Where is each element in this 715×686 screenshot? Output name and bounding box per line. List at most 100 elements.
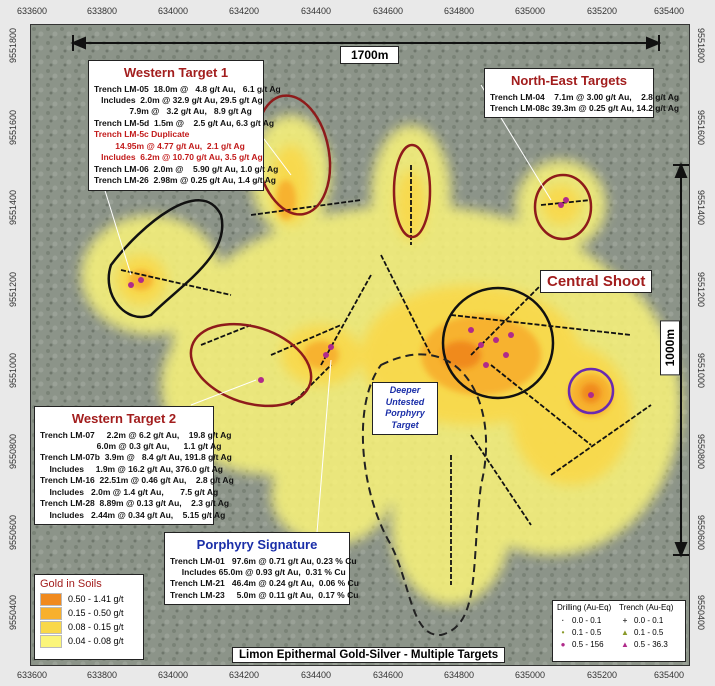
callout-row: Includes 1.9m @ 16.2 g/t Au, 376.0 g/t A… (40, 463, 223, 474)
x-tick-top: 634400 (301, 6, 332, 16)
trench-legend-title: Trench (Au-Eq) (619, 603, 674, 612)
legend-swatch (40, 606, 62, 620)
target-outlines-black (107, 199, 555, 400)
legend-item: •0.1 - 0.5 (557, 626, 619, 638)
gold-soils-legend: Gold in Soils 0.50 - 1.41 g/t 0.15 - 0.5… (34, 574, 144, 660)
trench-triangle-icon: ▲ (621, 639, 629, 649)
callout-row: Trench LM-23 5.0m @ 0.11 g/t Au, 0.17 % … (170, 589, 359, 600)
legend-label: 0.15 - 0.50 g/t (68, 608, 124, 618)
legend-item: 0.15 - 0.50 g/t (40, 606, 138, 620)
map-drawing (31, 25, 689, 665)
drill-collars (128, 197, 594, 398)
legend-item: ▲ 0.5 - 36.3 (619, 638, 681, 650)
legend-label: 0.1 - 0.5 (572, 627, 602, 637)
y-tick-left: 9550800 (8, 434, 18, 470)
legend-label: 0.5 - 36.3 (634, 639, 668, 649)
y-tick-right: 9550600 (696, 515, 706, 551)
legend-label: 0.0 - 0.1 (572, 615, 602, 625)
x-tick-bottom: 634600 (373, 670, 404, 680)
callout-row: Trench LM-06 2.0m @ 5.90 g/t Au, 1.0 g/t… (94, 163, 279, 174)
y-tick-right: 9551400 (696, 190, 706, 226)
drill-point-icon: · (561, 615, 565, 625)
y-tick-left: 9551600 (8, 110, 18, 146)
scale-label-vertical: 1000m (660, 320, 680, 376)
x-tick-bottom: 634000 (158, 670, 189, 680)
legend-swatch (40, 620, 62, 634)
y-tick-left: 9551200 (8, 272, 18, 308)
callout-row: Trench LM-26 2.98m @ 0.25 g/t Au, 1.4 g/… (94, 175, 276, 186)
drilling-legend-column: Drilling (Au-Eq) · 0.0 - 0.1 •0.1 - 0.5 ●… (557, 603, 619, 650)
legend-label: 0.50 - 1.41 g/t (68, 594, 124, 604)
y-tick-right: 9550400 (696, 595, 706, 631)
callout-title: North-East Targets (510, 73, 628, 88)
callout-porphyry-signature: Porphyry Signature Trench LM-01 97.6m @ … (164, 532, 359, 606)
callout-row: Trench LM-16 22.51m @ 0.46 g/t Au, 2.8 g… (40, 475, 234, 486)
x-tick-bottom: 635400 (654, 670, 685, 680)
callout-title: Porphyry Signature (196, 537, 318, 552)
porphyry-target-label: Deeper Untested Porphyry Target (372, 382, 438, 435)
drill-point-icon: ● (560, 639, 566, 649)
x-tick-bottom: 634200 (229, 670, 260, 680)
callout-row: Trench LM-07 2.2m @ 6.2 g/t Au, 19.8 g/t… (40, 429, 232, 440)
legend-label: 0.5 - 156 (572, 639, 604, 649)
x-tick-top: 634200 (229, 6, 260, 16)
x-tick-top: 634800 (444, 6, 475, 16)
x-tick-bottom: 633600 (17, 670, 48, 680)
callout-row: Includes 65.0m @ 0.93 g/t Au, 0.31 % Cu (170, 567, 346, 578)
map-title: Limon Epithermal Gold-Silver - Multiple … (232, 647, 506, 663)
legend-item: · 0.0 - 0.1 (557, 614, 619, 626)
callout-row: 7.9m @ 3.2 g/t Au, 8.9 g/t Ag (94, 106, 252, 117)
y-tick-right: 9551800 (696, 28, 706, 64)
drill-trench-legend: Drilling (Au-Eq) · 0.0 - 0.1 •0.1 - 0.5 ●… (552, 600, 686, 662)
legend-label: 0.0 - 0.1 (634, 615, 664, 625)
y-tick-left: 9551800 (8, 28, 18, 64)
trench-triangle-icon: ▲ (621, 627, 629, 637)
callout-row: Includes 2.44m @ 0.34 g/t Au, 5.15 g/t A… (40, 509, 226, 520)
scale-bar-horizontal (70, 35, 662, 51)
x-tick-top: 634000 (158, 6, 189, 16)
legend-swatch (40, 592, 62, 606)
callout-row: 6.0m @ 0.3 g/t Au, 1.1 g/t Ag (40, 441, 222, 452)
callout-row: Trench LM-04 7.1m @ 3.00 g/t Au, 2.8 g/t… (490, 91, 680, 102)
y-tick-left: 9550400 (8, 595, 18, 631)
callout-row: Includes 6.2m @ 10.70 g/t Au, 3.5 g/t Ag (94, 152, 263, 163)
trench-legend-column: Trench (Au-Eq) +0.0 - 0.1 ▲0.1 - 0.5 ▲0.… (619, 603, 681, 650)
legend-item: 0.50 - 1.41 g/t (40, 592, 138, 606)
x-tick-bottom: 634400 (301, 670, 332, 680)
callout-row: 14.95m @ 4.77 g/t Au, 2.1 g/t Ag (94, 140, 245, 151)
callout-north-east-targets: North-East Targets Trench LM-04 7.1m @ 3… (484, 68, 680, 119)
x-tick-top: 633800 (87, 6, 118, 16)
callout-row: Trench LM-07b 3.9m @ 8.4 g/t Au, 191.8 g… (40, 452, 232, 463)
callout-title: Western Target 2 (71, 411, 177, 426)
legend-label: 0.04 - 0.08 g/t (68, 636, 124, 646)
map-canvas (30, 24, 690, 666)
x-tick-top: 635400 (654, 6, 685, 16)
callout-row: Trench LM-5c Duplicate (94, 129, 190, 140)
callout-row: Trench LM-5d 1.5m @ 2.5 g/t Au, 6.3 g/t … (94, 117, 275, 128)
y-tick-right: 9550800 (696, 434, 706, 470)
y-tick-left: 9550600 (8, 515, 18, 551)
x-tick-top: 635200 (587, 6, 618, 16)
legend-item: 0.04 - 0.08 g/t (40, 634, 138, 648)
legend-title: Gold in Soils (40, 578, 102, 590)
callout-row: Trench LM-01 97.6m @ 0.71 g/t Au, 0.23 %… (170, 555, 357, 566)
y-tick-right: 9551000 (696, 353, 706, 389)
callout-row: Includes 2.0m @ 1.4 g/t Au, 7.5 g/t Ag (40, 486, 219, 497)
x-tick-top: 633600 (17, 6, 48, 16)
x-tick-bottom: 634800 (444, 670, 475, 680)
callout-row: Trench LM-28 8.89m @ 0.13 g/t Au, 2.3 g/… (40, 498, 230, 509)
y-tick-left: 9551400 (8, 190, 18, 226)
callout-western-target-2: Western Target 2 Trench LM-07 2.2m @ 6.2… (34, 406, 234, 526)
x-tick-top: 634600 (373, 6, 404, 16)
drilling-legend-title: Drilling (Au-Eq) (557, 603, 612, 612)
callout-title: Western Target 1 (123, 65, 229, 80)
y-tick-left: 9551000 (8, 353, 18, 389)
legend-label: 0.1 - 0.5 (634, 627, 664, 637)
legend-label: 0.08 - 0.15 g/t (68, 622, 124, 632)
legend-item: 0.08 - 0.15 g/t (40, 620, 138, 634)
x-tick-bottom: 635000 (515, 670, 546, 680)
callout-row: Trench LM-05 18.0m @ 4.8 g/t Au, 6.1 g/t… (94, 83, 281, 94)
scale-label-horizontal: 1700m (340, 46, 400, 64)
legend-item: ● 0.5 - 156 (557, 638, 619, 650)
